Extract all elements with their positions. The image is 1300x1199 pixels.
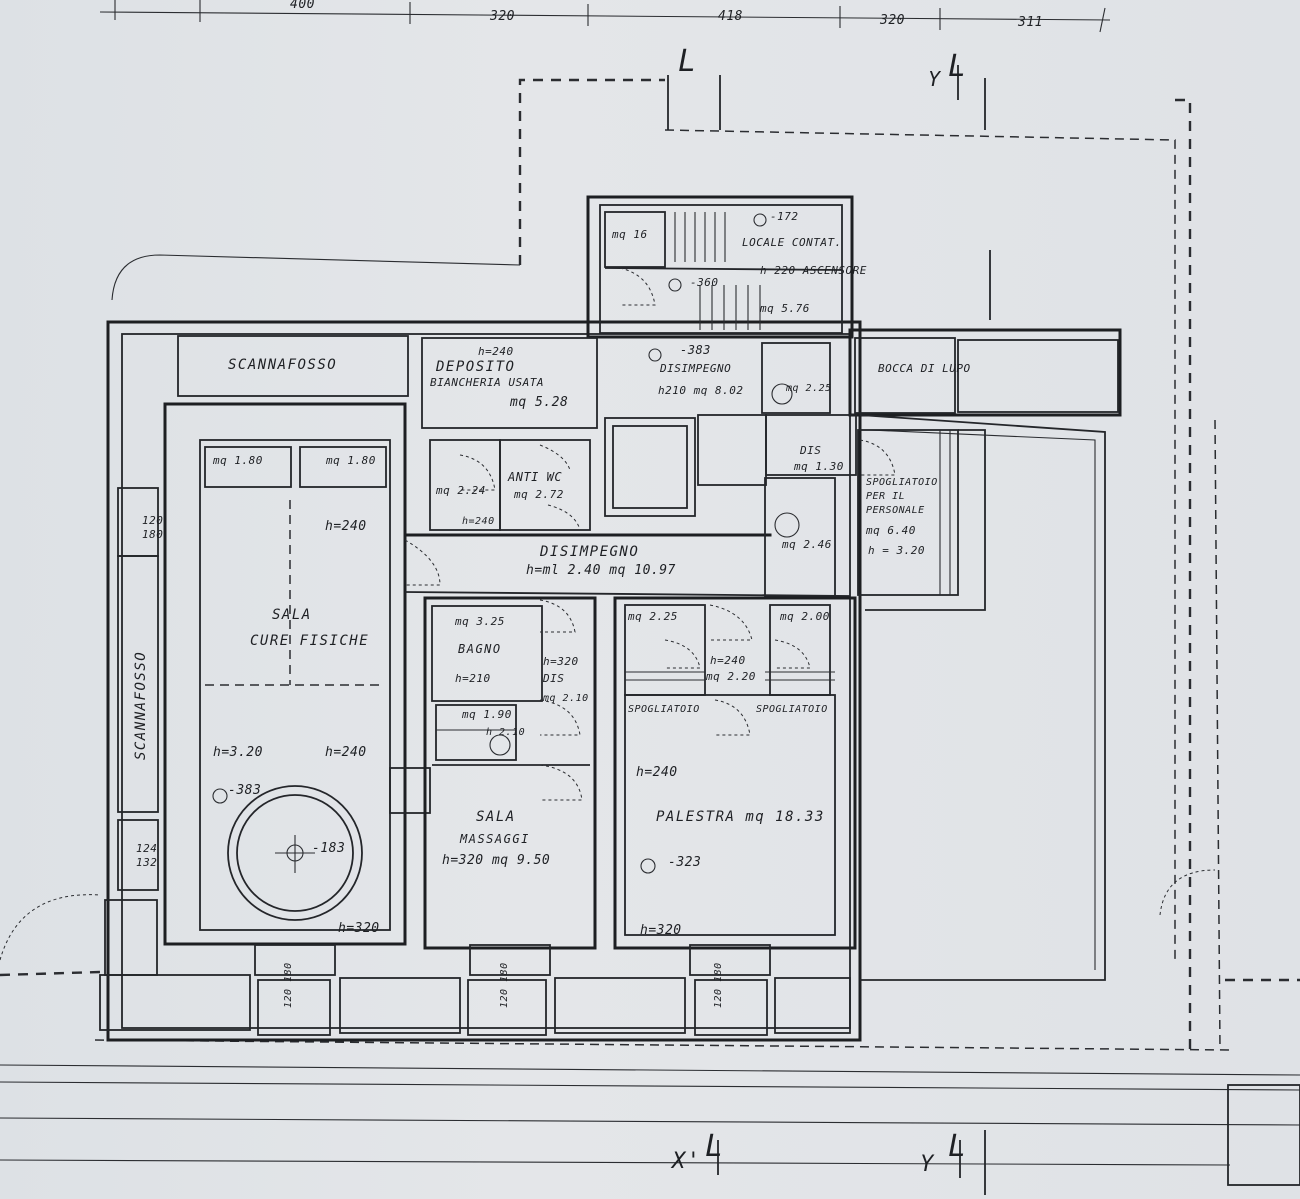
label-sala-cure-h2: h=240 [325,745,367,760]
courtyard [859,414,1106,981]
label-wc-h: h=240 [462,516,495,527]
label-scannafosso-left: SCANNAFOSSO [133,650,149,760]
label-box-left-1: mq 1.80 [213,454,263,467]
label-wc2-area: mq 2.25 [786,383,832,394]
label-spogliatoio-1: SPOGLIATOIO [628,704,700,715]
label-ascensore: h 220 ASCENSORE [760,264,867,277]
section-mark-y-bottom: Y [920,1152,935,1177]
corridor-walls [403,414,857,597]
service-rooms-top [421,337,598,531]
section-mark-x-bottom: X' [672,1149,702,1174]
label-bagno-area: mq 3.25 [455,615,505,628]
label-wc3-area: mq 2.46 [782,538,832,551]
label-bagno: BAGNO [458,642,502,656]
label-sala-massaggi-info: h=320 mq 9.50 [442,853,551,868]
label-sala-cure-h-top: h=240 [325,519,367,534]
label-locale-contatori: LOCALE CONTAT. [742,236,842,249]
bagno-block [423,596,597,950]
label-dis-small-area: mq 1.30 [794,460,844,473]
stair-lift-block [604,211,843,517]
label-win-1: 120 180 [283,962,294,1008]
label-sala-massaggi-2: MASSAGGI [460,832,530,846]
label-dis-small: DIS [800,444,822,457]
stair-treads [664,212,761,330]
label-sala-cure-h1: h=3.20 [213,745,263,760]
section-markers [667,65,991,1195]
label-doccia-area: mq 1.90 [462,708,512,721]
label-spogliatoio-personale: SPOGLIATOIO PER IL PERSONALE [866,477,938,516]
label-scannafosso-top: SCANNAFOSSO [228,357,338,373]
label-level-172: -172 [770,210,799,223]
label-palestra-h: h=240 [636,765,678,780]
right-wing [854,337,986,611]
label-stair-area: mq 16 [612,228,648,241]
label-biancheria: BIANCHERIA USATA [430,376,544,389]
top-dimension-line [99,0,1111,33]
label-sala-cure-2: CURE FISICHE [250,633,370,649]
label-spogl-mq: mq 2.20 [706,670,756,683]
label-window-a: 120 180 [142,514,164,541]
label-wc-area: mq 2.24 [436,484,486,497]
label-disimpegno-main: DISIMPEGNO [540,544,640,560]
label-sala-cure: SALA [272,607,312,623]
label-ascensore-area: mq 5.76 [760,302,810,315]
label-bagno-h2: h=320 [543,655,579,668]
label-spogl-h: h=240 [710,654,746,667]
label-disimpegno-small-area: h210 mq 8.02 [658,384,744,397]
label-spogl-a: mq 2.25 [628,610,678,623]
street-lines [0,1039,1300,1186]
section-mark-x-bottom-l: L [705,1129,725,1164]
label-palestra-h2: h=320 [640,923,682,938]
label-disimpegno-main-info: h=ml 2.40 mq 10.97 [526,563,676,578]
label-bagno-h: h=210 [455,672,491,685]
dimension-320-a: 320 [490,9,515,24]
label-anti-wc: ANTI WC [508,470,563,484]
label-level-383-top: -383 [680,343,711,357]
label-disimpegno-small: DISIMPEGNO [660,362,732,375]
scannafosso-walls [117,335,409,891]
label-doccia-h: h 2.10 [486,727,526,738]
label-bocca-di-lupo: BOCCA DI LUPO [878,362,971,375]
label-deposito-area: mq 5.28 [510,395,569,410]
label-pool-level: -183 [312,841,346,856]
label-sala-massaggi: SALA [476,809,516,825]
dimension-418: 418 [718,9,743,24]
label-deposito: DEPOSITO [436,359,516,375]
label-bagno-dis: DIS [543,672,565,685]
label-win-2: 120 180 [499,962,510,1008]
label-level-360: -360 [690,276,719,289]
window-bays [0,869,1216,1036]
palestra-block [613,596,857,950]
label-spogl-b: mq 2.00 [780,610,830,623]
label-window-b: 124 132 [136,842,158,869]
dimension-320-b: 320 [880,13,905,28]
label-box-left-2: mq 1.80 [326,454,376,467]
section-mark-y-top-l: L [948,49,968,84]
label-win-3: 120 180 [713,962,724,1008]
label-spogliatoio-personale-h: h = 3.20 [868,544,925,557]
site-outline [0,78,1300,1051]
dimension-400: 400 [290,0,315,12]
label-spogliatoio-personale-area: mq 6.40 [866,524,916,537]
label-spogliatoio-2: SPOGLIATOIO [756,704,828,715]
section-mark-y-top: Y [928,67,942,91]
section-mark-x-top: L [678,44,698,79]
label-anti-wc-area: mq 2.72 [514,488,564,501]
label-sala-cure-h3: h=320 [338,921,380,936]
label-sala-cure-level: -383 [228,783,262,798]
dimension-311: 311 [1018,15,1043,30]
label-bagno-mq2: mq 2.10 [543,693,589,704]
sala-cure-room [163,402,441,946]
label-deposito-h: h=240 [478,345,514,358]
label-palestra: PALESTRA mq 18.33 [656,809,825,825]
outer-walls [106,195,1122,1042]
section-mark-y-bottom-l: L [948,1129,968,1164]
label-palestra-level: -323 [668,855,702,870]
